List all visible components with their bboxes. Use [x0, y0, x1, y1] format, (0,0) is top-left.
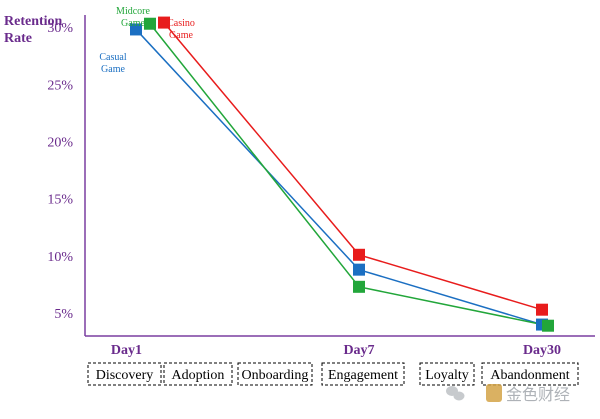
- wechat-icon: [446, 386, 465, 401]
- y-tick-label: 15%: [47, 193, 73, 208]
- stage-box: Onboarding: [237, 362, 313, 386]
- series-markers: [130, 16, 554, 332]
- series-point: [353, 263, 365, 276]
- stage-label: Adoption: [172, 368, 225, 383]
- stage-boxes: Discovery Adoption Onboarding Engagement Loy…: [87, 362, 579, 386]
- x-tick-label: Day1: [111, 343, 142, 358]
- stage-label: Abandonment: [490, 368, 569, 383]
- series-point: [353, 280, 365, 293]
- y-tick-label: 5%: [54, 307, 73, 322]
- stage-box: Discovery: [87, 362, 162, 386]
- stage-box: Adoption: [163, 362, 233, 386]
- stage-box: Loyalty: [419, 362, 475, 386]
- series-line: [135, 28, 543, 326]
- stage-label: Discovery: [96, 368, 154, 383]
- stage-box: Abandonment: [481, 362, 579, 386]
- series-point: [536, 303, 548, 316]
- series-lines: [135, 22, 549, 327]
- stage-label: Engagement: [328, 368, 398, 383]
- x-tick-label: Day30: [523, 343, 561, 358]
- y-axis-title-line2: Rate: [4, 31, 32, 46]
- stage-label: Onboarding: [242, 368, 309, 383]
- y-tick-label: 30%: [47, 21, 73, 36]
- series-point: [130, 23, 142, 36]
- series-line: [149, 23, 549, 327]
- stage-box: Engagement: [321, 362, 405, 386]
- logo-badge-icon: [486, 384, 502, 402]
- y-tick-label: 25%: [47, 78, 73, 93]
- watermark-text: 金色财经: [506, 385, 570, 404]
- y-tick-labels: 5% 10% 15% 20% 25% 30%: [47, 21, 73, 322]
- series-point: [158, 16, 170, 29]
- y-axis-title-line1: Retention: [4, 14, 63, 29]
- x-tick-labels: Day1 Day7 Day30: [111, 343, 561, 358]
- x-tick-label: Day7: [343, 343, 374, 358]
- series-point: [144, 17, 156, 30]
- series-point: [542, 319, 554, 332]
- y-tick-label: 20%: [47, 136, 73, 151]
- stage-label: Loyalty: [425, 368, 469, 383]
- series-point: [353, 248, 365, 261]
- watermark: 金色财经: [446, 384, 570, 404]
- y-tick-label: 10%: [47, 250, 73, 265]
